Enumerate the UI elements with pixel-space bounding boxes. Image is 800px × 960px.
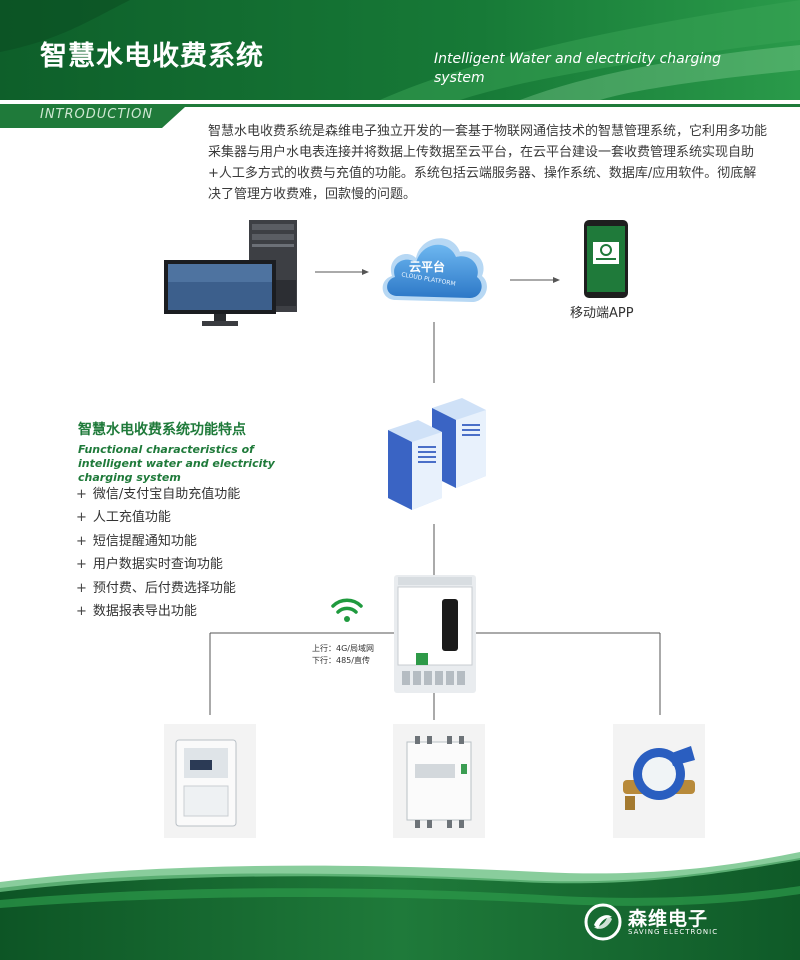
header-banner (0, 0, 800, 100)
computer-icon (164, 220, 297, 326)
feature-item: +微信/支付宝自助充值功能 (76, 487, 241, 502)
brand-logo-icon (584, 903, 622, 941)
footer-banner (0, 852, 800, 960)
brand-name: 森维电子 (628, 908, 709, 930)
page-subtitle: Intelligent Water and electricity chargi… (434, 51, 722, 86)
intro-bar (0, 104, 800, 128)
rail-meter-icon (406, 736, 472, 828)
cloud-platform-icon (382, 238, 487, 302)
intro-label: INTRODUCTION (40, 107, 154, 122)
server-icon (388, 398, 486, 510)
rail-meter-box (393, 724, 485, 838)
features-subtitle: Functional characteristics of intelligen… (78, 443, 275, 484)
water-meter-icon (623, 746, 695, 810)
mobile-app-label: 移动端APP (570, 306, 634, 321)
feature-item: +人工充值功能 (76, 510, 171, 526)
feature-item: +用户数据实时查询功能 (76, 557, 223, 573)
feature-item: +预付费、后付费选择功能 (76, 580, 236, 596)
electric-meter-icon (175, 739, 237, 827)
feature-item: +数据报表导出功能 (76, 603, 197, 619)
brand-name-en: SAVING ELECTRONIC (628, 928, 719, 936)
intro-text: 智慧水电收费系统是森维电子独立开发的一套基于物联网通信技术的智慧管理系统，它利用… (208, 124, 768, 202)
feature-item: +短信提醒通知功能 (76, 533, 197, 549)
electric-meter-box (164, 724, 256, 838)
communication-label: 上行：4G/局域网 下行：485/直传 (312, 644, 374, 665)
cloud-label: 云平台 (409, 260, 446, 274)
page-title: 智慧水电收费系统 (40, 41, 264, 72)
features-title: 智慧水电收费系统功能特点 (78, 422, 246, 438)
wifi-icon (331, 598, 363, 622)
mobile-phone-icon (584, 220, 628, 298)
collector-device-icon (394, 575, 476, 693)
features-list: +微信/支付宝自助充值功能 +人工充值功能 +短信提醒通知功能 +用户数据实时查… (76, 485, 240, 625)
water-meter-box (613, 724, 705, 838)
